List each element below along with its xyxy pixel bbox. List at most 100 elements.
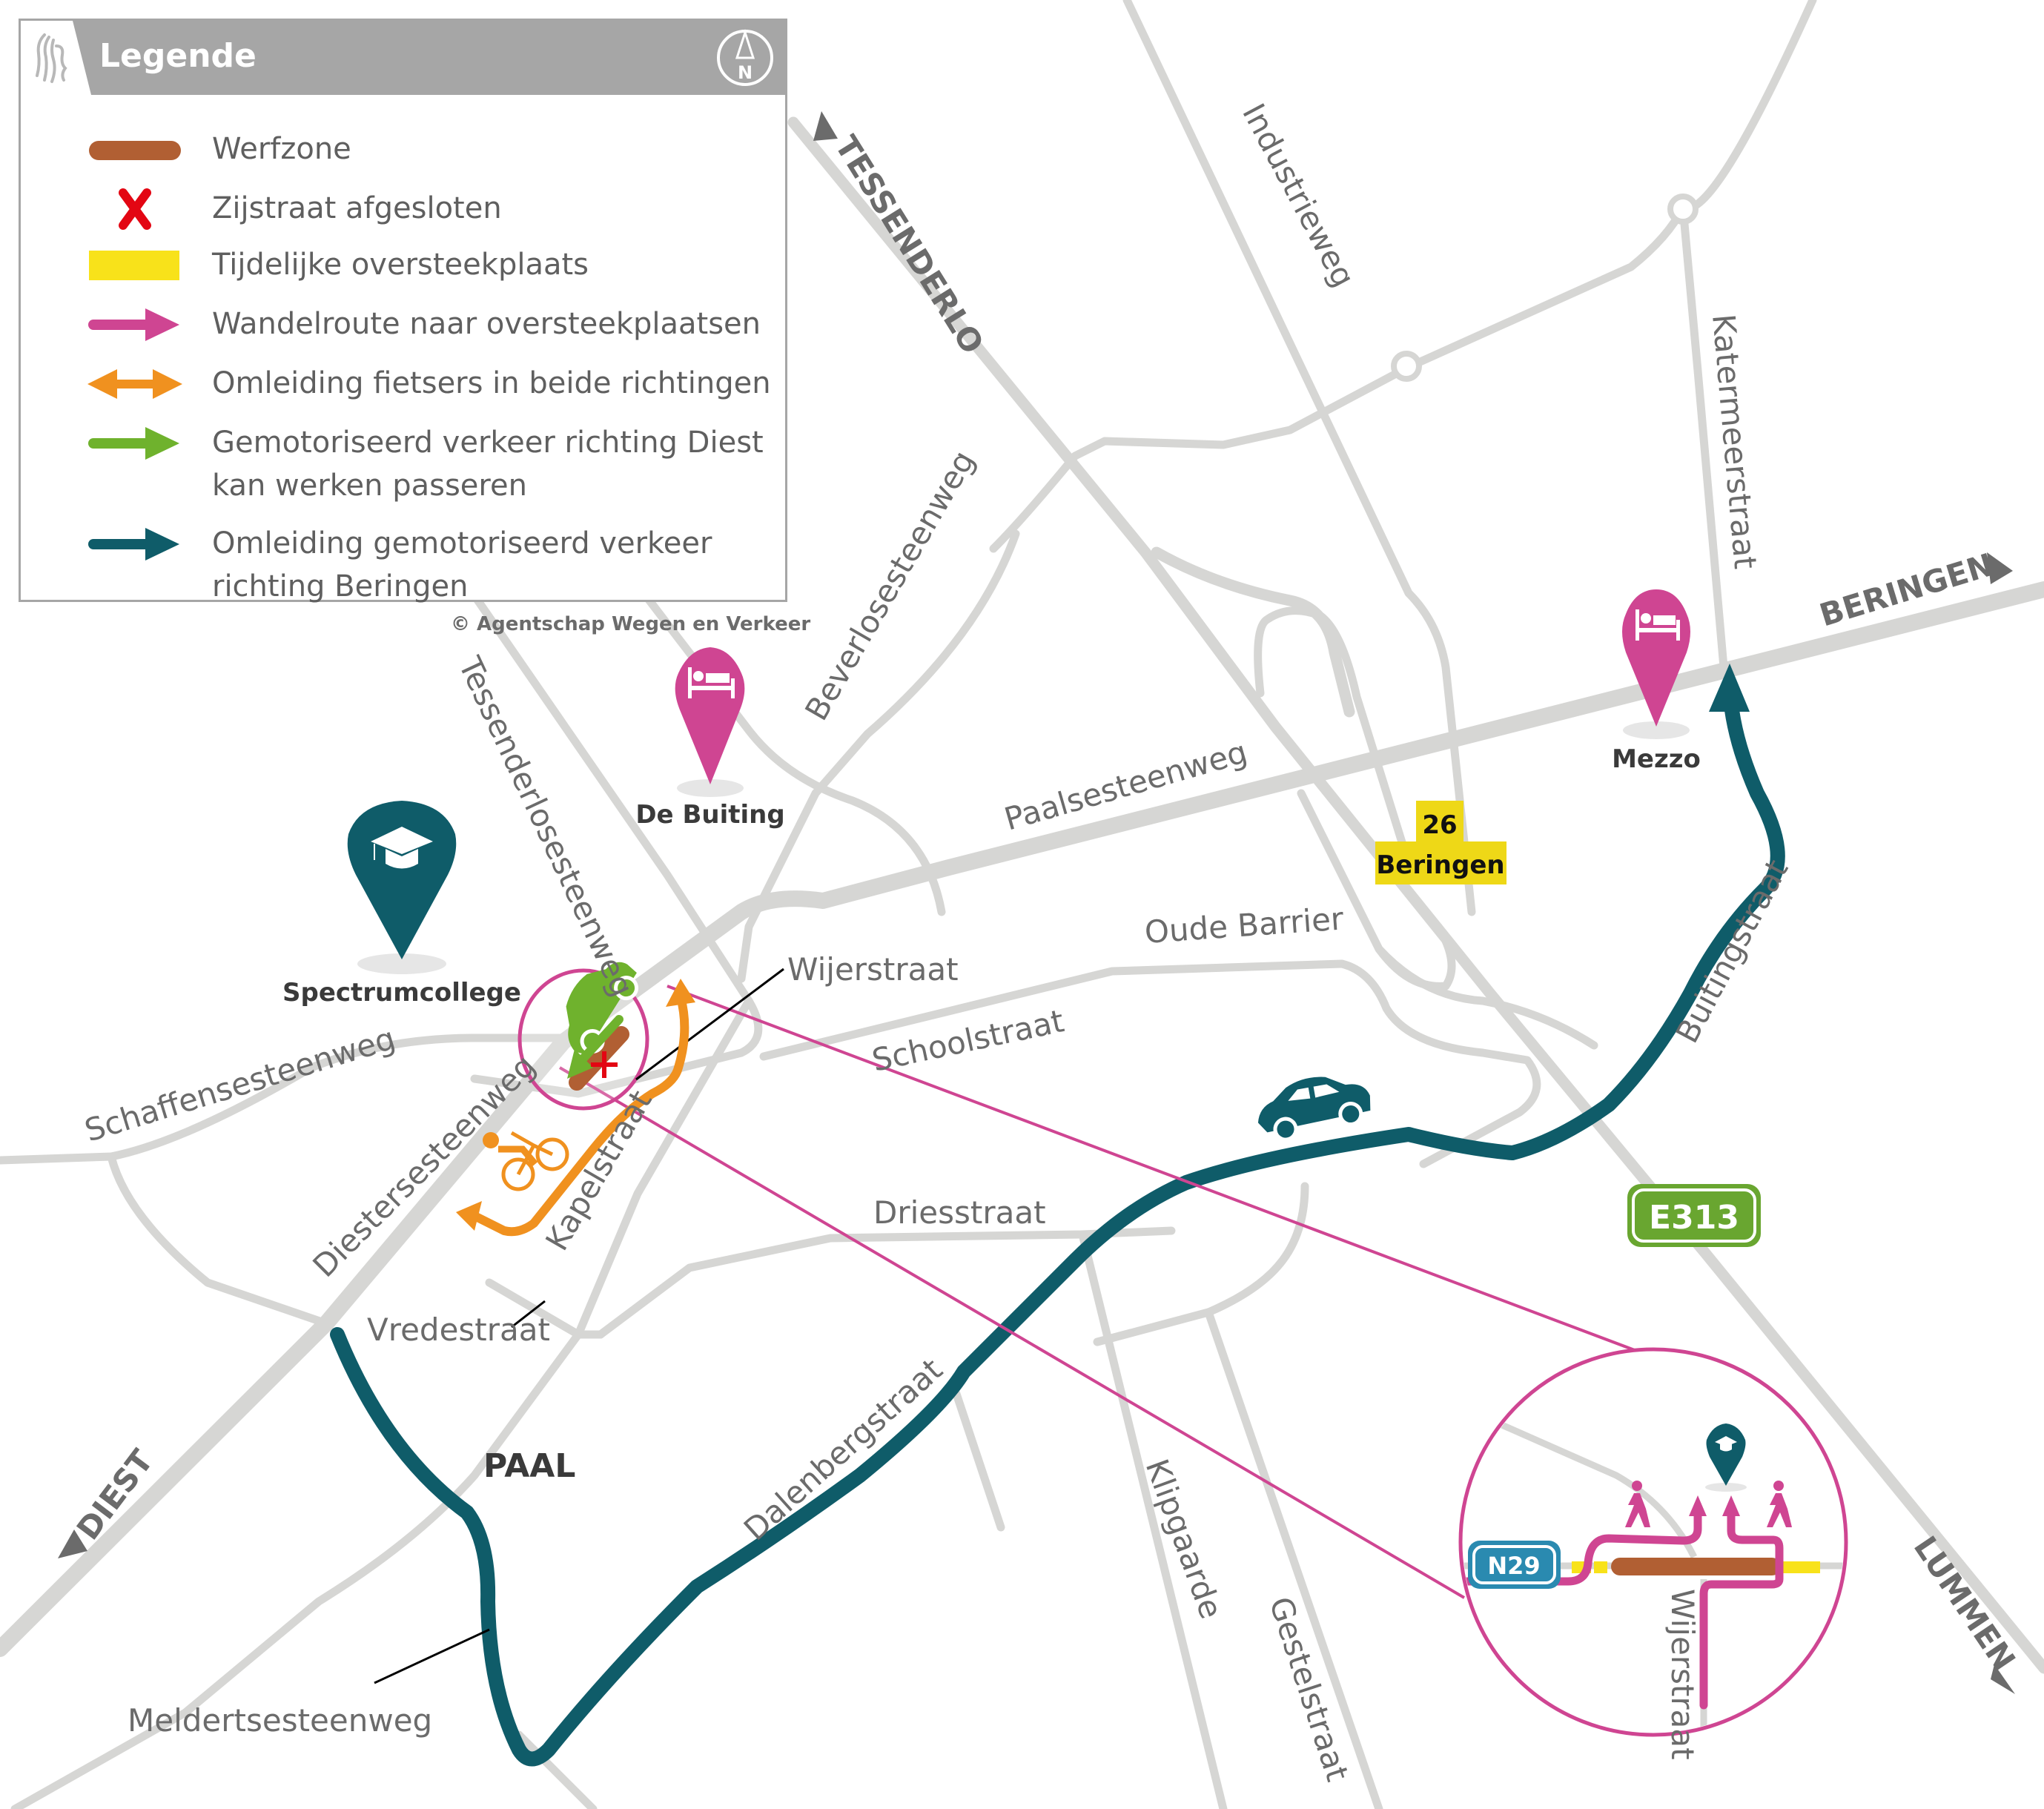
road-n29-diestersesteenweg [0, 581, 2044, 1657]
road-beverlosesteenweg [737, 529, 1020, 983]
red-x-icon [119, 188, 151, 230]
graduation-cap-icon [371, 827, 433, 869]
road-tessenderlosesteenweg [448, 559, 753, 1005]
inset-school-pin [1705, 1423, 1747, 1492]
street-label-wijerstraat: Wijerstraat [787, 951, 959, 988]
werfzone-swatch-icon [89, 141, 181, 160]
direction-label-tessenderlo: TESSENDERLO [828, 129, 991, 360]
inset-walking-route [1463, 1509, 1784, 1710]
road-cross-klip-gestel [1093, 1182, 1309, 1346]
flemish-lion-logo-icon [36, 33, 67, 83]
street-label-driesstraat: Driesstraat [873, 1194, 1046, 1231]
inset-road-sign-label: N29 [1487, 1552, 1540, 1580]
meldertsesteenweg-leader-line [374, 1628, 490, 1684]
wijerstraat-leader-line [635, 968, 784, 1081]
road-paal-south [10, 1330, 583, 1809]
tessenderlo-arrow-icon [813, 111, 838, 141]
road-connector-roundabouts [989, 203, 1687, 553]
legend-label-line2: kan werken passeren [212, 469, 527, 503]
car-to-diest-icon [566, 962, 639, 1055]
school-pin-spectrumcollege [347, 801, 457, 974]
legend-label: Tijdelijke oversteekplaats [212, 248, 589, 282]
poi-label-mezzo: Mezzo [1612, 744, 1701, 774]
cyclist-detour-route [470, 993, 689, 1237]
walk-arrowhead-icon [1689, 1495, 1707, 1516]
lummen-arrow-icon [1991, 1664, 2015, 1694]
diest-arrow-icon [58, 1529, 87, 1558]
street-label-klipgaarde: Klipgaarde [1139, 1455, 1230, 1624]
hotel-pin-mezzo [1622, 589, 1690, 739]
roundabout-industrieweg [1391, 351, 1422, 382]
walk-arrowhead-icon [1722, 1495, 1740, 1516]
roundabout-north [1667, 194, 1699, 225]
bed-icon [688, 667, 735, 698]
orange-double-arrow-icon [87, 369, 182, 399]
exit-name: Beringen [1376, 850, 1504, 880]
road-industrieweg [1122, 0, 1476, 916]
road-schoolstraat [470, 996, 763, 1098]
magenta-arrow-icon [88, 308, 179, 341]
detour-car-icon [1257, 1077, 1371, 1142]
legend-title: Legende [99, 37, 257, 75]
inset-detail-callout: N29 Wijerstraat [1458, 1347, 1848, 1760]
inset-street-label-wijerstraat: Wijerstraat [1664, 1589, 1701, 1760]
legend-label: Wandelroute naar oversteekplaatsen [212, 307, 761, 341]
road-meldert-south [515, 1730, 598, 1809]
road-gestelstraat [1204, 1308, 1383, 1809]
poi-label-spectrumcollege: Spectrumcollege [282, 978, 521, 1008]
north-arrow-icon: N [717, 29, 773, 86]
svg-text:N: N [738, 62, 753, 83]
road-dalenberg-stub [952, 1389, 1005, 1532]
pedestrian-icon [1625, 1481, 1650, 1527]
cyclist-arrowhead-west-icon [456, 1201, 482, 1231]
exit-number: 26 [1422, 810, 1457, 840]
workzone-callout [517, 962, 649, 1111]
legend-label: Zijstraat afgesloten [212, 191, 502, 225]
car-to-diest-arrowhead-icon [567, 1049, 593, 1079]
street-label-beverlosesteenweg: Beverlosesteenweg [798, 444, 982, 727]
legend-label: Omleiding gemotoriseerd verkeer [212, 526, 712, 560]
road-schaffensesteenweg [0, 1034, 568, 1165]
street-label-meldertsesteenweg: Meldertsesteenweg [128, 1702, 432, 1739]
detour-arrowhead-icon [1709, 664, 1750, 712]
road-schaffensesteenweg-branch [107, 1152, 331, 1328]
inset-road-sign-n29: N29 [1468, 1541, 1561, 1589]
legend-label-line2: richting Beringen [212, 569, 469, 603]
street-label-dalenbergstraat: Dalenbergstraat [737, 1352, 950, 1548]
cyclist-icon [483, 1131, 569, 1191]
crossing-east-icon [1783, 1561, 1820, 1573]
road-kapelstraat [574, 996, 753, 1339]
street-label-vredestraat: Vredestraat [367, 1312, 550, 1348]
highway-sign-e313: E313 [1627, 1184, 1761, 1247]
cyclist-arrowhead-north-icon [666, 979, 695, 1007]
legend-label: Werfzone [212, 132, 351, 166]
werfzone-bar [569, 1026, 629, 1091]
town-label-paal: PAAL [483, 1447, 575, 1485]
vredestraat-leader-line [511, 1300, 546, 1329]
bed-icon [1635, 609, 1680, 641]
green-arrow-icon [88, 427, 179, 460]
exit-sign-26-beringen: 26 Beringen [1375, 801, 1506, 884]
road-oude-barrier [759, 959, 1541, 1168]
hotel-pin-de-buiting [675, 647, 745, 797]
legend-header: Legende N [21, 21, 785, 95]
closed-street-icon [591, 1051, 618, 1078]
beringen-arrow-icon [1987, 552, 2013, 584]
copyright-notice: © Agentschap Wegen en Verkeer [451, 613, 811, 635]
road-interchange-ramp-north [1254, 606, 1413, 868]
road-tessenderlo-e313 [787, 116, 2044, 1674]
direction-label-lummen: LUMMEN [1907, 1529, 2022, 1677]
legend-label: Omleiding fietsers in beide richtingen [212, 366, 771, 400]
road-de-buiting [611, 552, 946, 916]
legend-label: Gemotoriseerd verkeer richting Diest [212, 426, 764, 460]
road-interchange-loop-north [1151, 546, 1355, 718]
street-label-schaffensesteenweg: Schaffensesteenweg [81, 1020, 400, 1149]
legend-panel: Legende N Werfzone Zijstraat afgesloten … [19, 19, 787, 603]
street-label-schoolstraat: Schoolstraat [869, 1002, 1067, 1079]
yellow-crossing-swatch-icon [89, 251, 179, 280]
teal-arrow-icon [88, 528, 179, 560]
street-label-buitingstraat: Buitingstraat [1669, 853, 1796, 1048]
road-interchange-ramp-east [1375, 945, 1598, 1050]
